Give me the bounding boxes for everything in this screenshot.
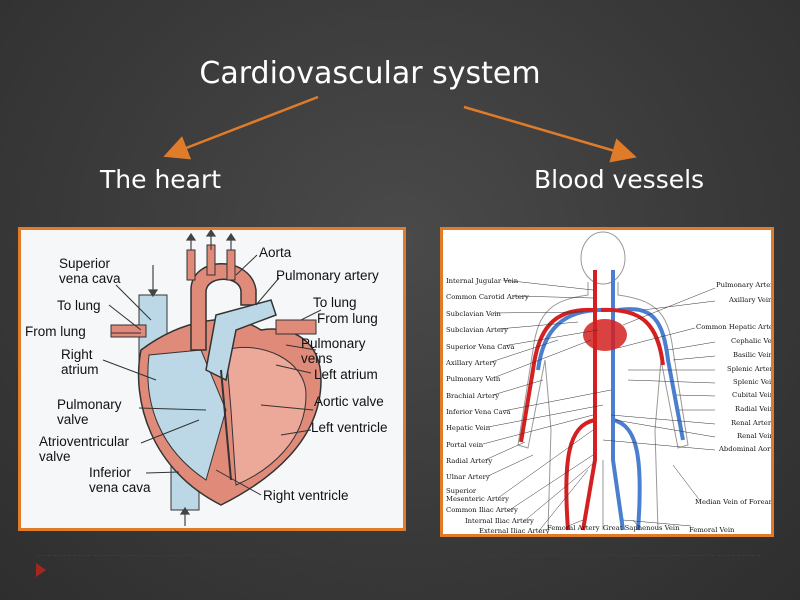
label-radial-vein: Radial Vein [735, 405, 774, 413]
label-hepatic-vein: Hepatic Vein [446, 424, 491, 432]
next-slide-arrow-icon[interactable] [36, 563, 46, 577]
label-great-saphenous-vein: Great Saphenous Vein [603, 524, 680, 532]
label-from-lung-left: From lung [25, 324, 86, 339]
label-external-iliac-artery: External Iliac Artery [479, 527, 550, 535]
heart-shape [583, 319, 627, 351]
label-pulmonary-artery: Pulmonary Artery [716, 281, 774, 289]
label-splenic-artery: Splenic Artery [727, 365, 774, 373]
label-axillary-vein: Axillary Vein [729, 296, 773, 304]
aorta-shape [190, 263, 257, 351]
label-inferior-vena-cava: Inferior vena cava [89, 465, 151, 495]
label-renal-artery: Renal Artery [731, 419, 774, 427]
label-axillary-artery: Axillary Artery [446, 359, 497, 367]
aorta-branch-3 [226, 249, 236, 281]
pulmonary-vein-left [110, 324, 147, 338]
label-superior-vena-cava: Superior Vena Cava [446, 343, 515, 351]
label-pulmonary-artery: Pulmonary artery [276, 268, 379, 283]
aorta-branch-1 [186, 249, 196, 281]
label-abdominal-aorta: Abdominal Aorta [719, 445, 774, 453]
label-radial-artery: Radial Artery [446, 457, 493, 465]
label-pulmonary-vein: Pulmonary Vein [446, 375, 501, 383]
heart-diagram: Superior vena cava Aorta Pulmonary arter… [18, 227, 406, 531]
label-subclavian-vein: Subclavian Vein [446, 310, 501, 318]
label-renal-vein: Renal Vein [737, 432, 774, 440]
label-superior-vena-cava: Superior vena cava [59, 256, 121, 286]
label-to-lung-left: To lung [57, 298, 101, 313]
slide-title: Cardiovascular system [199, 56, 541, 91]
heading-the-heart: The heart [100, 165, 222, 194]
label-right-atrium: Right atrium [61, 347, 99, 377]
body-vessel-illustration [482, 231, 716, 533]
label-aortic-valve: Aortic valve [314, 394, 384, 409]
label-basilic-vein: Basilic Vein [733, 351, 773, 359]
footer-divider [38, 555, 760, 556]
pulmonary-vein-right [275, 319, 317, 335]
label-left-atrium: Left atrium [314, 367, 378, 382]
right-chambers [147, 349, 227, 481]
arrow-to-heart [163, 95, 319, 160]
heading-blood-vessels: Blood vessels [534, 165, 705, 194]
label-ulnar-artery: Ulnar Artery [446, 473, 490, 481]
label-cubital-vein: Cubital Vein [732, 391, 774, 399]
arrow-to-vessels [463, 105, 637, 163]
label-common-hepatic-artery: Common Hepatic Artery [696, 323, 774, 331]
label-femoral-artery: Femoral Artery [547, 524, 600, 532]
septum [220, 369, 232, 481]
label-cephalic-vein: Cephalic Vein [731, 337, 774, 345]
label-splenic-vein: Splenic Vein [733, 378, 774, 386]
label-aorta: Aorta [259, 245, 292, 260]
left-chambers [225, 346, 307, 486]
label-portal-vein: Portal vein [446, 441, 484, 449]
label-internal-jugular-vein: Internal Jugular Vein [446, 277, 519, 285]
label-median-vein-of-forearm: Median Vein of Forearm [695, 498, 774, 506]
heart-illustration [102, 230, 322, 526]
label-common-carotid-artery: Common Carotid Artery [446, 293, 529, 301]
label-from-lung-right: From lung [317, 311, 378, 326]
label-left-ventricle: Left ventricle [311, 420, 388, 435]
label-atrioventricular-valve: Atrioventricular valve [39, 434, 130, 464]
label-inferior-vena-cava: Inferior Vena Cava [446, 408, 511, 416]
label-brachial-artery: Brachial Artery [446, 392, 500, 400]
label-pulmonary-valve: Pulmonary valve [57, 397, 122, 427]
label-internal-iliac-artery: Internal Iliac Artery [465, 517, 534, 525]
label-to-lung-right: To lung [313, 295, 357, 310]
label-right-ventricle: Right ventricle [263, 488, 349, 503]
label-pulmonary-veins: Pulmonary veins [301, 336, 366, 366]
blood-vessels-diagram: Internal Jugular Vein Common Carotid Art… [440, 227, 774, 537]
label-common-iliac-artery: Common Iliac Artery [446, 506, 518, 514]
label-subclavian-artery: Subclavian Artery [446, 326, 509, 334]
pulmonary-artery-shape [205, 299, 277, 382]
label-femoral-vein: Femoral Vein [689, 526, 735, 534]
label-superior-mesenteric-artery: Superior Mesenteric Artery [446, 487, 510, 503]
